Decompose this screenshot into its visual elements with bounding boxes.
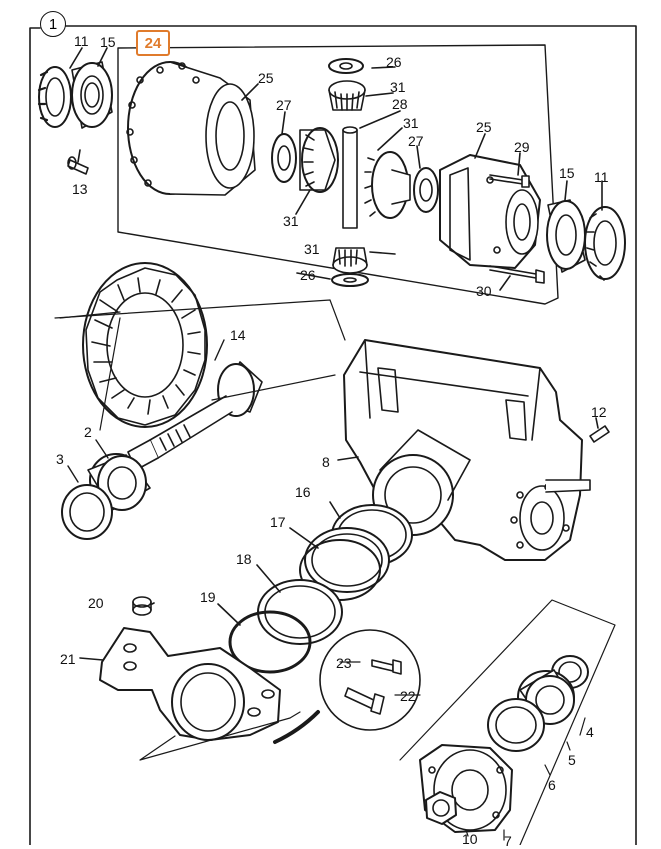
- bearing-11-right: [584, 206, 626, 281]
- part-label-12: 12: [591, 404, 607, 420]
- part-label-15: 15: [559, 165, 575, 181]
- part-label-19: 19: [200, 589, 216, 605]
- washer-26-top: [328, 58, 364, 74]
- bush-20: [132, 596, 152, 616]
- part-label-23: 23: [336, 655, 352, 671]
- part-label-4: 4: [586, 724, 594, 740]
- part-label-16: 16: [295, 484, 311, 500]
- part-label-18: 18: [236, 551, 252, 567]
- pinion-31-bottom: [332, 247, 368, 274]
- part-label-14: 14: [230, 327, 246, 343]
- part-label-5: 5: [568, 752, 576, 768]
- part-label-28: 28: [392, 96, 408, 112]
- axle-housing-8: [343, 339, 591, 561]
- assembly-callout-24[interactable]: 24: [136, 30, 170, 56]
- part-label-2: 2: [84, 424, 92, 440]
- part-label-11: 11: [594, 169, 609, 185]
- diff-case-right-25: [439, 154, 541, 269]
- final-drive-frame: [399, 599, 616, 845]
- part-label-22: 22: [400, 688, 416, 704]
- bolt-inset: [319, 629, 421, 731]
- part-label-10: 10: [462, 831, 478, 847]
- thrust-washer-27-left: [271, 133, 297, 183]
- frame-left-edge: [29, 27, 41, 845]
- part-label-31: 31: [403, 115, 419, 131]
- race-6: [487, 698, 545, 752]
- part-label-20: 20: [88, 595, 104, 611]
- shim-18: [257, 579, 343, 645]
- part-label-21: 21: [60, 651, 76, 667]
- shim-17: [299, 527, 390, 601]
- part-label-8: 8: [322, 454, 330, 470]
- part-label-17: 17: [270, 514, 286, 530]
- cross-shaft-28: [342, 126, 358, 229]
- part-label-31: 31: [283, 213, 299, 229]
- crown-wheel-14: [82, 262, 208, 428]
- race-3: [61, 484, 113, 540]
- part-label-25: 25: [476, 119, 492, 135]
- part-label-31: 31: [304, 241, 320, 257]
- part-label-11: 11: [74, 33, 89, 49]
- seal-19: [228, 610, 312, 674]
- pin-13: [67, 156, 89, 175]
- part-label-3: 3: [56, 451, 64, 467]
- diff-case-left-25: [126, 61, 256, 196]
- part-label-31: 31: [390, 79, 406, 95]
- part-label-27: 27: [276, 97, 292, 113]
- thrust-washer-27-right: [413, 167, 439, 213]
- part-label-26: 26: [386, 54, 402, 70]
- mounting-bracket-21: [99, 627, 281, 741]
- part-label-25: 25: [258, 70, 274, 86]
- washer-26-bottom: [331, 273, 369, 287]
- part-label-27: 27: [408, 133, 424, 149]
- nut-10: [425, 791, 457, 825]
- differential-group-frame: [117, 44, 559, 305]
- part-label-30: 30: [476, 283, 492, 299]
- pin-12: [589, 425, 610, 443]
- bearing-15-left: [71, 61, 113, 129]
- part-label-6: 6: [548, 777, 556, 793]
- part-label-29: 29: [514, 139, 530, 155]
- bolt-29: [489, 174, 530, 188]
- bearing-11-left: [37, 66, 72, 128]
- part-label-7: 7: [504, 833, 512, 849]
- part-label-26: 26: [300, 267, 316, 283]
- figure-number: 1: [40, 11, 66, 37]
- side-gear-31-left: [299, 127, 339, 193]
- bearing-15-right: [546, 199, 586, 273]
- side-gear-31-right: [364, 151, 411, 219]
- pinion-31-top: [328, 80, 366, 111]
- bolt-30: [489, 265, 545, 284]
- frame-top-right-edge: [65, 25, 637, 845]
- part-label-15: 15: [100, 34, 116, 50]
- part-label-13: 13: [71, 181, 89, 197]
